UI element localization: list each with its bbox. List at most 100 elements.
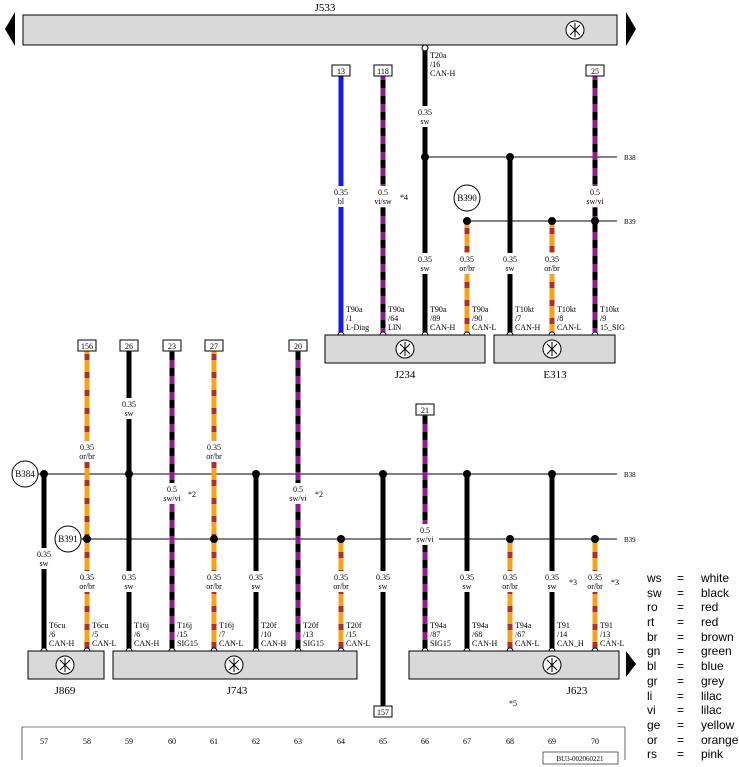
wire-color-code: or/br [79, 582, 95, 591]
junction-dot [210, 535, 218, 543]
pin-line: T90a [388, 305, 405, 314]
wire-size: 0.5 [378, 188, 388, 197]
legend-name: black [701, 585, 730, 600]
wire-w62 [252, 470, 260, 655]
component-label: J743 [227, 685, 248, 697]
column-number: 70 [591, 737, 599, 746]
column-number: 66 [421, 737, 429, 746]
connector-label: B384 [15, 469, 35, 479]
pin-line: CAN-H [134, 639, 160, 648]
wire-number-box: 13 [331, 64, 351, 77]
footnote-j623: *5 [509, 699, 517, 708]
labels-layer: T90a/1L-Diag130.35blT90a/64LIN1180.5vi/s… [30, 51, 625, 718]
pin-line: /13 [303, 630, 313, 639]
legend-name: lilac [701, 688, 722, 703]
wire-color-code: or/br [544, 264, 560, 273]
wire-size: 0.35 [249, 573, 263, 582]
pin-line: /9 [600, 314, 606, 323]
legend-name: red [701, 600, 719, 615]
wire-spec: 0.5sw/vi [411, 524, 439, 545]
wire-w68 [506, 535, 514, 655]
wire-size: 0.35 [334, 573, 348, 582]
column-number: 62 [252, 737, 260, 746]
legend-item: gn=green [647, 644, 738, 659]
pin-line: /67 [515, 630, 525, 639]
component-j234: J234 [324, 334, 486, 381]
wire-w_canh_e313 [506, 153, 514, 339]
legend-item: vi=lilac [647, 703, 738, 718]
bus-label-b39-upper: B39 [624, 218, 636, 226]
pin-line: T6cu [49, 621, 65, 630]
wire-color-code: sw/vi [416, 535, 434, 544]
arrow-right-icon [626, 651, 636, 677]
wire-number-box: 20 [288, 339, 308, 352]
pin-line: T10kt [515, 305, 535, 314]
legend-item: ro=red [647, 600, 738, 615]
pin-line: T20f [346, 621, 362, 630]
legend-name: yellow [701, 717, 735, 732]
wire-number-box: 25 [585, 64, 605, 77]
component-label: J623 [567, 685, 588, 697]
junction-dot [83, 535, 91, 543]
wire-size: 0.35 [460, 255, 474, 264]
legend-code: br [647, 629, 658, 644]
wire-size: 0.35 [545, 255, 559, 264]
wire-w58 [83, 351, 91, 655]
junction-dot [548, 470, 556, 478]
wire-color-code: or/br [459, 264, 475, 273]
legend-code: rt [647, 615, 655, 630]
legend-name: red [701, 615, 719, 630]
doc-id-box: BU3-002060221 [542, 751, 619, 765]
legend-eq: = [677, 600, 685, 615]
legend-code: gr [647, 673, 658, 688]
junction-dot [591, 217, 599, 225]
wire-number: 118 [377, 67, 389, 76]
legend-name: grey [701, 673, 725, 688]
footnote-marker: *4 [400, 193, 408, 202]
pin-label: T10kt/915_SIG [600, 305, 625, 332]
wire-color-code: vi/sw [374, 197, 392, 206]
column-number: 58 [83, 737, 91, 746]
pin-line: /7 [515, 314, 521, 323]
component-label: J234 [395, 369, 416, 381]
wire-w_canl_j234 [463, 217, 471, 339]
wire-w67 [463, 470, 471, 655]
legend-eq: = [677, 732, 685, 747]
wire-number: 156 [81, 342, 93, 351]
pin-line: T94a [430, 621, 447, 630]
pin-line: /68 [472, 630, 482, 639]
wire-color-code: or/br [206, 452, 222, 461]
legend-code: vi [647, 703, 656, 718]
wire-size: 0.35 [122, 573, 136, 582]
color-legend: ws=white sw=black ro=red rt=red br=brown… [647, 571, 738, 762]
legend-item: gr=grey [647, 674, 738, 689]
wire-color-code: sw [125, 409, 134, 418]
legend-eq: = [677, 717, 685, 732]
footnote-marker: *2 [315, 490, 323, 499]
pin-line: /89 [430, 314, 440, 323]
junction-dot [548, 217, 556, 225]
pin-line: /6 [49, 630, 55, 639]
legend-name: green [701, 644, 732, 659]
wire-size: 0.35 [122, 400, 136, 409]
junction-dot [337, 535, 345, 543]
legend-eq: = [677, 747, 685, 762]
column-number: 64 [337, 737, 345, 746]
wire-color-code: or/br [502, 582, 518, 591]
column-number: 63 [294, 737, 302, 746]
